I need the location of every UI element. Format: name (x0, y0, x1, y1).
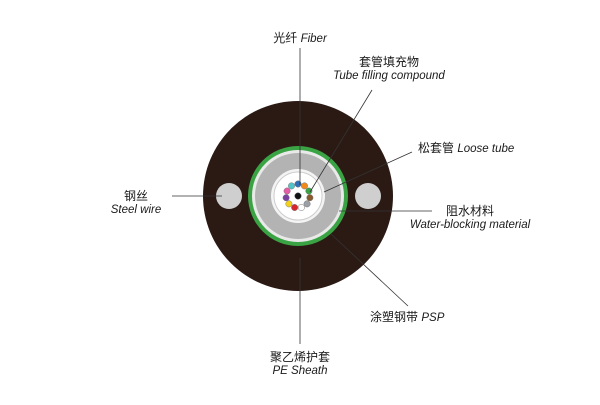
loose-tube-label: 松套管 Loose tube (418, 141, 514, 156)
fiber-label-cn: 光纤 (273, 31, 298, 45)
fiber (301, 182, 308, 190)
fiber (306, 194, 314, 202)
filling-label-en: Tube filling compound (333, 70, 445, 82)
leader-filling (309, 89, 373, 193)
psp-label-en: PSP (421, 312, 445, 324)
water-blocking-label-cn: 阻水材料 (445, 204, 494, 218)
fiber (282, 194, 290, 202)
filling-label-cn: 套管填充物 (358, 55, 420, 69)
fiber-group (282, 180, 314, 211)
fiber (291, 204, 299, 211)
steel-wire-label: 钢丝 Steel wire (111, 189, 162, 217)
fiber-label: 光纤 Fiber (273, 31, 327, 46)
steel-wire-right (355, 183, 381, 209)
fiber (297, 204, 305, 211)
fiber (294, 180, 302, 188)
water-blocking-label-en: Water-blocking material (409, 219, 531, 231)
loose-tube-label-en: Loose tube (457, 143, 515, 155)
fiber (283, 187, 291, 195)
leader-lines (172, 48, 432, 344)
fiber (303, 200, 311, 208)
leader-loose-tube (323, 151, 413, 193)
pe-sheath-label-en: PE Sheath (272, 365, 328, 377)
fiber (285, 200, 293, 208)
psp-label: 涂塑钢带 PSP (370, 310, 444, 325)
steel-wire-label-cn: 钢丝 (123, 189, 148, 203)
steel-wire-label-en: Steel wire (110, 204, 162, 216)
pe-sheath-label: 聚乙烯护套 PE Sheath (270, 350, 330, 378)
psp-label-cn: 涂塑钢带 (370, 310, 419, 324)
fiber (305, 187, 313, 195)
fiber (288, 182, 295, 190)
loose-tube-label-cn: 松套管 (418, 141, 455, 155)
pe-sheath-label-cn: 聚乙烯护套 (269, 350, 331, 364)
fiber (294, 192, 302, 200)
filling-label: 套管填充物 Tube filling compound (333, 55, 445, 83)
water-blocking-label: 阻水材料 Water-blocking material (410, 204, 530, 232)
leader-psp (330, 233, 409, 307)
fiber-label-en: Fiber (300, 33, 327, 45)
steel-wire-left (216, 183, 242, 209)
